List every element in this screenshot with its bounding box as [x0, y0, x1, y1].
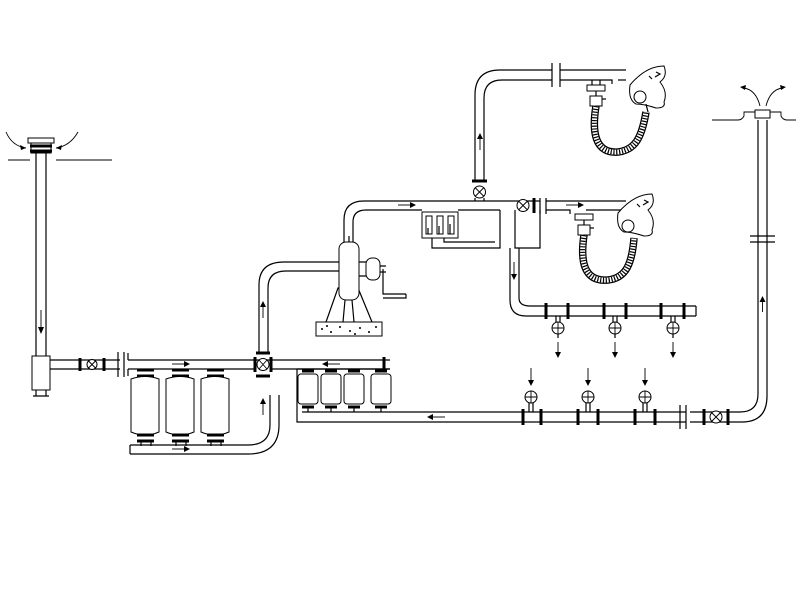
gate-valve-icon	[581, 368, 595, 412]
filter-manifold-right	[296, 368, 687, 429]
middle-mask-branch	[516, 198, 626, 214]
control-box	[421, 200, 541, 249]
junction-valve	[256, 351, 270, 378]
filter-canisters-left	[130, 368, 230, 446]
gate-valve-icon	[551, 316, 565, 358]
outlet-manifold	[509, 248, 697, 319]
outlet-valves	[551, 316, 680, 358]
gate-valve-icon	[608, 316, 622, 358]
gate-valve-icon	[638, 368, 652, 412]
upper-mask-branch	[472, 63, 626, 201]
gate-valve-icon	[666, 316, 680, 358]
filter-canister-icon	[370, 369, 392, 412]
filter-canister-icon	[130, 368, 160, 446]
filter-canister-icon	[297, 369, 319, 412]
filter-canister-icon	[165, 368, 195, 446]
gate-valve-icon	[524, 368, 538, 412]
filter-canister-icon	[200, 368, 230, 446]
filter-canisters-right	[297, 369, 392, 412]
breathing-mask-icon	[586, 65, 666, 156]
riser-to-fan	[258, 261, 335, 353]
intake-stack	[5, 131, 125, 397]
filter-canister-icon	[320, 369, 342, 412]
filter-canister-icon	[343, 369, 365, 412]
inlet-valves	[524, 368, 652, 412]
fan-discharge-pipe	[343, 200, 430, 242]
breathing-mask-icon	[574, 193, 654, 284]
exhaust-stack	[690, 85, 796, 425]
blower-fan-icon	[315, 236, 407, 337]
